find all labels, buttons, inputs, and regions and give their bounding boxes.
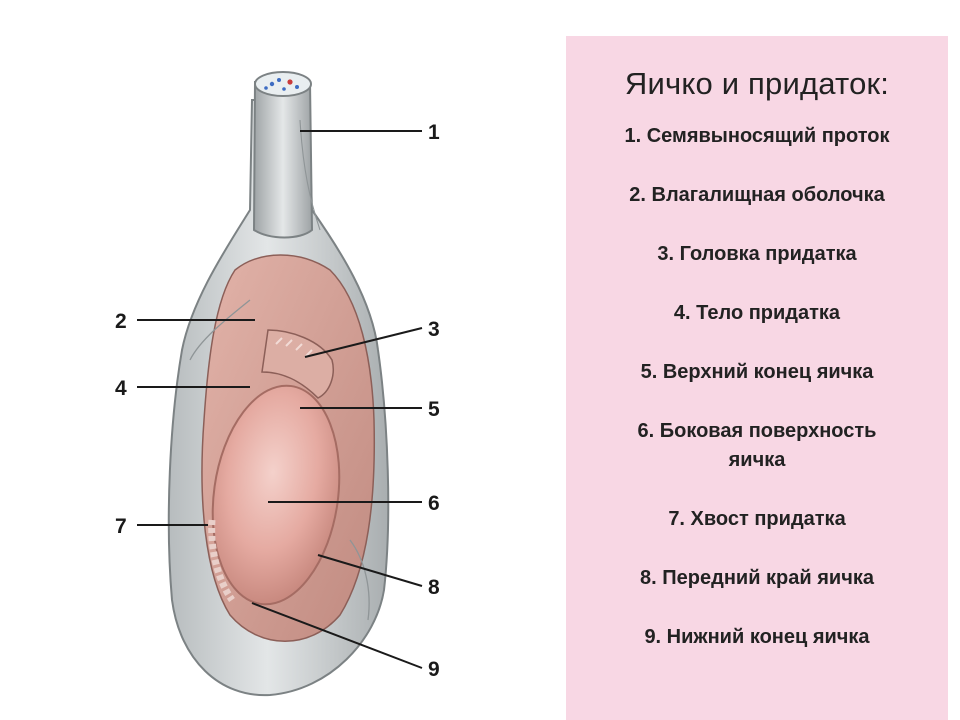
- label-3: 3: [428, 318, 440, 341]
- label-9: 9: [428, 658, 440, 681]
- label-5: 5: [428, 398, 440, 421]
- legend-item-3: 3. Головка придатка: [657, 243, 857, 265]
- label-2: 2: [115, 310, 127, 333]
- legend-list: 1. Семявыносящий проток 2. Влагалищная о…: [566, 122, 948, 652]
- legend-item-7: 7. Хвост придатка: [668, 508, 846, 530]
- legend-item-2: 2. Влагалищная оболочка: [629, 184, 885, 206]
- leader-line-8: [317, 554, 423, 587]
- label-8: 8: [428, 576, 440, 599]
- leader-line-3: [304, 327, 423, 358]
- label-4: 4: [115, 377, 127, 400]
- label-7: 7: [115, 515, 127, 538]
- legend-item-6: 6. Боковая поверхность яичка: [637, 420, 877, 471]
- legend-item-5: 5. Верхний конец яичка: [640, 361, 874, 383]
- legend-item-1: 1. Семявыносящий проток: [624, 125, 890, 147]
- spermatic-cord: [252, 81, 314, 239]
- legend-title: Яичко и придаток:: [624, 66, 890, 101]
- legend-item-8: 8. Передний край яичка: [640, 567, 874, 589]
- legend-item-9: 9. Нижний конец яичка: [644, 626, 870, 648]
- legend-panel: Яичко и придаток: 1. Семявыносящий прото…: [566, 36, 948, 720]
- anatomy-illustration: 1 2 3 4 5 6 7 8 9: [115, 71, 440, 697]
- leader-line-9: [251, 602, 423, 669]
- legend-item-4: 4. Тело придатка: [673, 302, 841, 324]
- label-1: 1: [428, 121, 440, 144]
- epididymis-tail: [208, 519, 235, 603]
- epididymis-head: [261, 329, 334, 399]
- label-6: 6: [428, 492, 440, 515]
- testis: [211, 384, 341, 606]
- cord-cross-section: [254, 71, 312, 97]
